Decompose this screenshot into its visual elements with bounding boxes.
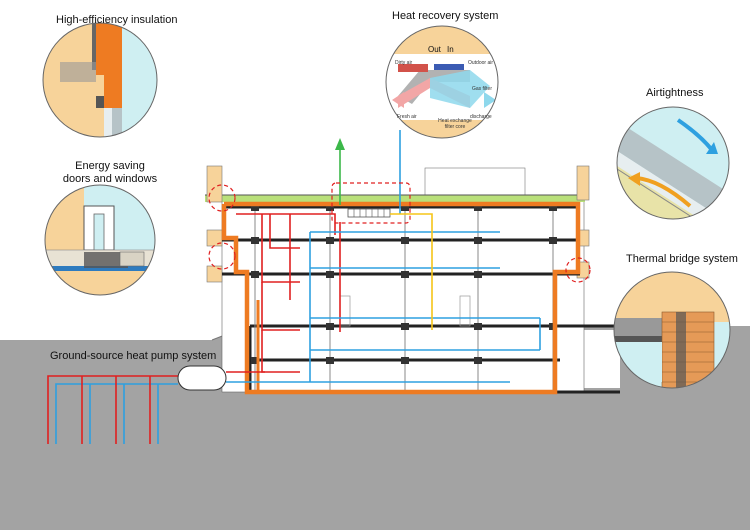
blue-return-pipes	[265, 130, 541, 383]
hr-fresh-air-label: Fresh air	[397, 114, 417, 120]
ground-source-label: Ground-source heat pump system	[50, 350, 217, 362]
airtightness-detail-circle	[616, 106, 730, 220]
hr-outdoor-air-label: Outdoor air	[468, 60, 494, 66]
hr-discharge-label: discharge	[470, 114, 492, 120]
hr-dirty-air-label: Dirty air	[395, 60, 413, 66]
hr-core-label: Heat exchange filter core	[438, 118, 472, 130]
insulation-envelope	[221, 201, 581, 395]
thermal-bridge-detail-circle	[613, 271, 731, 389]
hr-gas-filter-label: Gas filter	[472, 86, 493, 92]
hr-in-label: In	[447, 45, 454, 54]
yellow-pipe	[390, 213, 433, 330]
heat-recovery-detail-circle	[385, 25, 499, 139]
doors-windows-detail-circle	[44, 184, 156, 296]
airtightness-label: Airtightness	[646, 87, 704, 99]
heat-recovery-label: Heat recovery system	[392, 10, 499, 22]
exhaust-arrow-icon	[335, 138, 345, 150]
insulation-detail-circle	[42, 22, 158, 138]
detail-markers	[208, 182, 591, 283]
thermal-bridge-label: Thermal bridge system	[626, 253, 738, 265]
green-roof	[205, 195, 585, 202]
heat-recovery-unit	[347, 208, 391, 218]
doors-windows-label: Energy saving doors and windows	[62, 160, 158, 185]
hr-out-label: Out	[428, 45, 441, 54]
airflow-arrow-icon	[676, 118, 714, 152]
heat-pump-tank-icon	[177, 365, 227, 391]
ground-source-pipes	[47, 371, 265, 444]
red-supply-pipes	[236, 213, 341, 373]
building-section	[205, 165, 620, 394]
insulation-label: High-efficiency insulation	[56, 14, 178, 26]
